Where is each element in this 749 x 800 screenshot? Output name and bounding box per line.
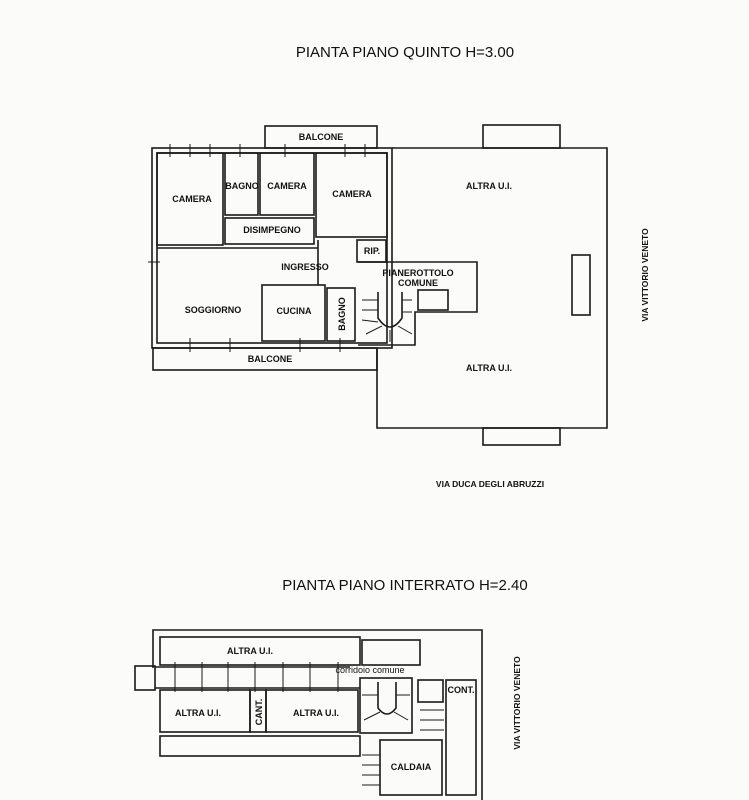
room-bagno-2	[326, 287, 356, 342]
basement-plan: PIANTA PIANO INTERRATO H=2.40	[134, 577, 528, 800]
label-ingresso: INGRESSO	[281, 262, 329, 272]
label-caldaia: CALDAIA	[391, 762, 432, 772]
room-bagno-1	[224, 152, 259, 216]
stairs-icon	[362, 682, 410, 721]
label-pianerottolo: PIANEROTTOLO	[382, 268, 453, 278]
fifth-floor-plan: PIANTA PIANO QUINTO H=3.00	[148, 44, 650, 489]
label-cucina: CUCINA	[277, 306, 312, 316]
apartment-outline	[151, 147, 393, 349]
wall-niche	[571, 254, 591, 316]
lift-shaft	[417, 289, 449, 311]
basement-title: PIANTA PIANO INTERRATO H=2.40	[282, 577, 528, 594]
basement-stairs-lines	[362, 709, 444, 786]
basement-passage	[159, 735, 361, 757]
altra-ui-balcone-bottom	[482, 427, 561, 446]
street-via-duca-degli-abruzzi: VIA DUCA DEGLI ABRUZZI	[436, 479, 544, 489]
basement-shaft	[417, 679, 444, 703]
label-rip: RIP.	[364, 246, 380, 256]
street-via-vittorio-veneto: VIA VITTORIO VENETO	[640, 228, 650, 322]
room-altra-ui-right	[265, 689, 359, 733]
label-cont: CONT.	[448, 685, 475, 695]
altra-ui-balcone-top	[482, 124, 561, 149]
basement-entry	[134, 665, 156, 691]
label-bagno-2: BAGNO	[337, 297, 347, 331]
room-pianerottolo	[358, 261, 478, 346]
window-marks	[148, 144, 366, 352]
room-disimpegno	[224, 217, 315, 245]
basement-room-ne1	[361, 639, 421, 666]
label-camera-3: CAMERA	[332, 189, 372, 199]
room-camera-2	[259, 152, 315, 216]
fifth-floor-title: PIANTA PIANO QUINTO H=3.00	[296, 44, 514, 61]
label-soggiorno: SOGGIORNO	[185, 305, 242, 315]
room-cont	[445, 679, 477, 796]
room-altra-ui-top	[159, 636, 361, 666]
label-corridoio-comune: corridoio comune	[335, 665, 404, 675]
label-comune: COMUNE	[398, 278, 438, 288]
room-cucina	[261, 284, 326, 342]
room-camera-3	[315, 152, 388, 238]
room-caldaia	[379, 739, 443, 796]
label-camera-1: CAMERA	[172, 194, 212, 204]
street-via-vittorio-veneto-basement: VIA VITTORIO VENETO	[512, 656, 522, 750]
label-altra-ui-top-basement: ALTRA U.I.	[227, 646, 273, 656]
basement-outline	[152, 629, 483, 800]
basement-stairwell	[359, 677, 413, 734]
corridor-ticks	[174, 662, 339, 692]
label-cant: CANT.	[254, 699, 264, 726]
label-altra-ui-right: ALTRA U.I.	[293, 708, 339, 718]
label-altra-ui-top: ALTRA U.I.	[466, 181, 512, 191]
label-balcone-bottom: BALCONE	[248, 354, 293, 364]
label-balcone-top: BALCONE	[299, 132, 344, 142]
label-camera-2: CAMERA	[267, 181, 307, 191]
label-bagno-1: BAGNO	[225, 181, 259, 191]
label-disimpegno: DISIMPEGNO	[243, 225, 301, 235]
label-altra-ui-left: ALTRA U.I.	[175, 708, 221, 718]
label-altra-ui-bottom: ALTRA U.I.	[466, 363, 512, 373]
stairs-icon	[361, 292, 413, 342]
